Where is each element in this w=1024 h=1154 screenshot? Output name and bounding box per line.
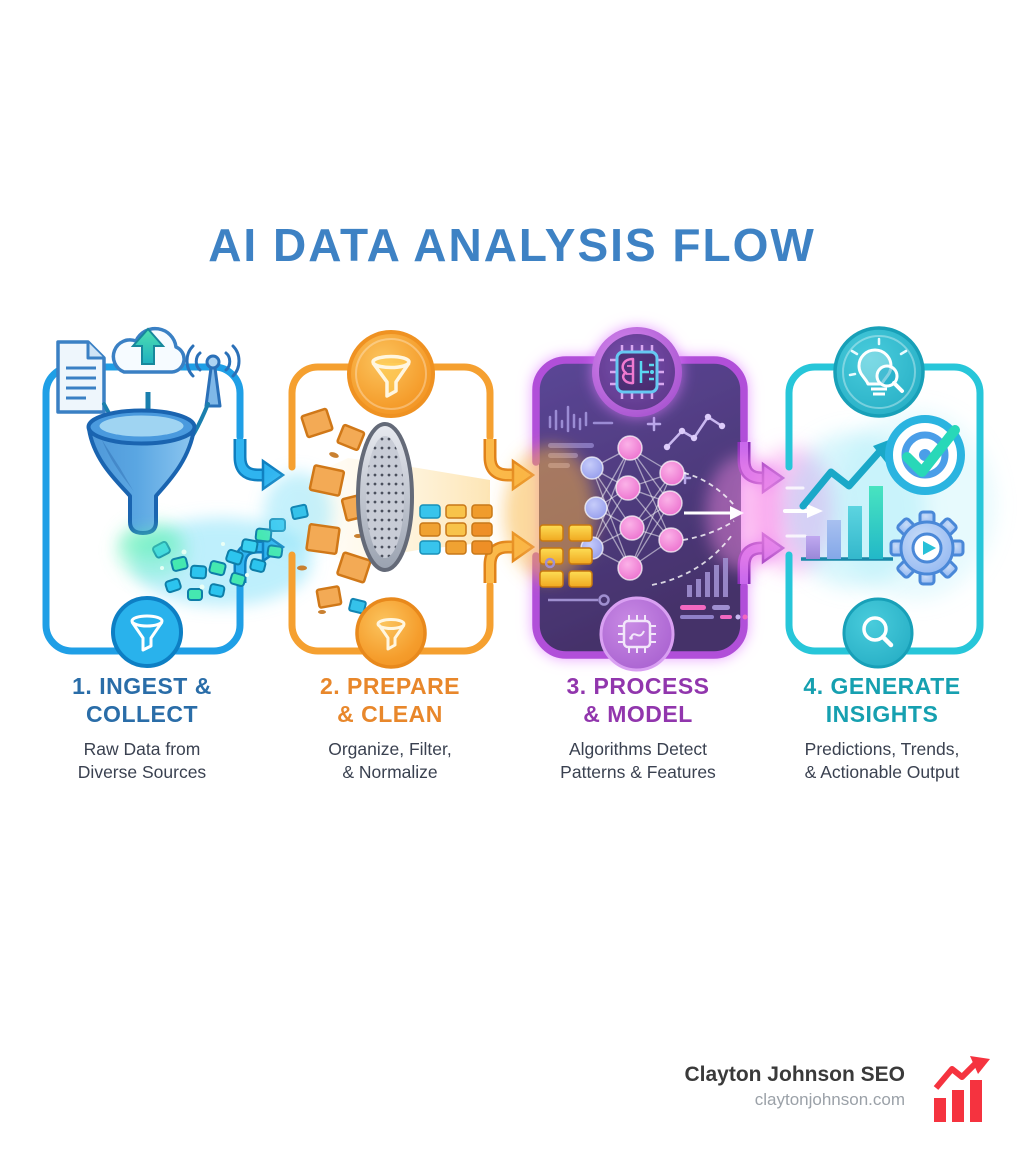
stage1-title-line2: COLLECT bbox=[85, 701, 199, 727]
waveform-decor bbox=[548, 405, 614, 433]
chip-brain-glyph bbox=[610, 345, 664, 399]
funnel-badge-icon bbox=[111, 596, 183, 668]
footer-brand: Clayton Johnson SEO bbox=[684, 1063, 905, 1086]
magnifier-badge-icon bbox=[842, 597, 914, 669]
stage4-subtitle-line2: & Actionable Output bbox=[804, 762, 960, 782]
growth-chart-icon bbox=[799, 436, 899, 561]
document-icon bbox=[56, 340, 106, 414]
stage4-subtitle-line1: Predictions, Trends, bbox=[804, 739, 960, 759]
stage4-title-line1: 4. GENERATE bbox=[803, 673, 961, 699]
chip-badge-icon bbox=[599, 596, 675, 672]
stage3-subtitle-line2: Patterns & Features bbox=[560, 762, 716, 782]
slider-decor bbox=[544, 557, 610, 606]
sieve-mesh-disc bbox=[356, 422, 414, 572]
antenna-icon bbox=[185, 344, 241, 408]
stage-process-model bbox=[504, 327, 786, 672]
stage1-label: 1. INGEST & COLLECT Raw Data from Divers… bbox=[27, 672, 257, 784]
funnel-outline-badge-icon bbox=[355, 597, 427, 669]
stage3-title-line1: 3. PROCESS bbox=[566, 673, 710, 699]
dash-lines-decor bbox=[680, 605, 748, 620]
funnel-badge-icon-top bbox=[347, 330, 435, 418]
bar-chart-decor bbox=[687, 558, 728, 597]
cloud-upload-icon bbox=[111, 326, 186, 374]
target-check-icon bbox=[885, 415, 965, 495]
stage2-subtitle-line1: Organize, Filter, bbox=[328, 739, 452, 759]
stage1-subtitle-line1: Raw Data from bbox=[83, 739, 201, 759]
stage2-subtitle-line2: & Normalize bbox=[342, 762, 438, 782]
entry-glow bbox=[504, 445, 596, 581]
footer-logo growth-chart-icon bbox=[933, 1056, 990, 1122]
line-chart-decor bbox=[663, 413, 726, 451]
stage1-title-line1: 1. INGEST & bbox=[72, 673, 212, 699]
footer-website: claytonjohnson.com bbox=[754, 1090, 905, 1109]
stage4-title-line2: INSIGHTS bbox=[825, 701, 939, 727]
stage1-subtitle-line2: Diverse Sources bbox=[77, 762, 207, 782]
stage3-title-line2: & MODEL bbox=[583, 701, 693, 727]
stream-arrows bbox=[783, 486, 823, 538]
funnel-3d-icon bbox=[86, 408, 197, 558]
input-yellow-squares bbox=[539, 524, 593, 588]
stage2-title-line2: & CLEAN bbox=[337, 701, 443, 727]
stage-generate-insights bbox=[751, 326, 995, 669]
stage2-label: 2. PREPARE & CLEAN Organize, Filter, & N… bbox=[275, 672, 505, 784]
stage2-title-line1: 2. PREPARE bbox=[319, 673, 461, 699]
footer: Clayton Johnson SEO claytonjohnson.com bbox=[545, 1063, 905, 1110]
stage3-label: 3. PROCESS & MODEL Algorithms Detect Pat… bbox=[523, 672, 753, 784]
stage3-subtitle-line1: Algorithms Detect bbox=[568, 739, 708, 759]
stage-ingest-collect bbox=[42, 326, 312, 668]
gear-play-icon bbox=[889, 510, 965, 586]
stage-prepare-clean bbox=[264, 330, 536, 669]
lightbulb-magnifier-badge-icon bbox=[833, 326, 925, 418]
stage4-label: 4. GENERATE INSIGHTS Predictions, Trends… bbox=[767, 672, 997, 784]
clean-data-grid bbox=[419, 504, 493, 555]
page-title: AI DATA ANALYSIS FLOW bbox=[208, 219, 816, 271]
stage4-frame bbox=[785, 363, 984, 655]
